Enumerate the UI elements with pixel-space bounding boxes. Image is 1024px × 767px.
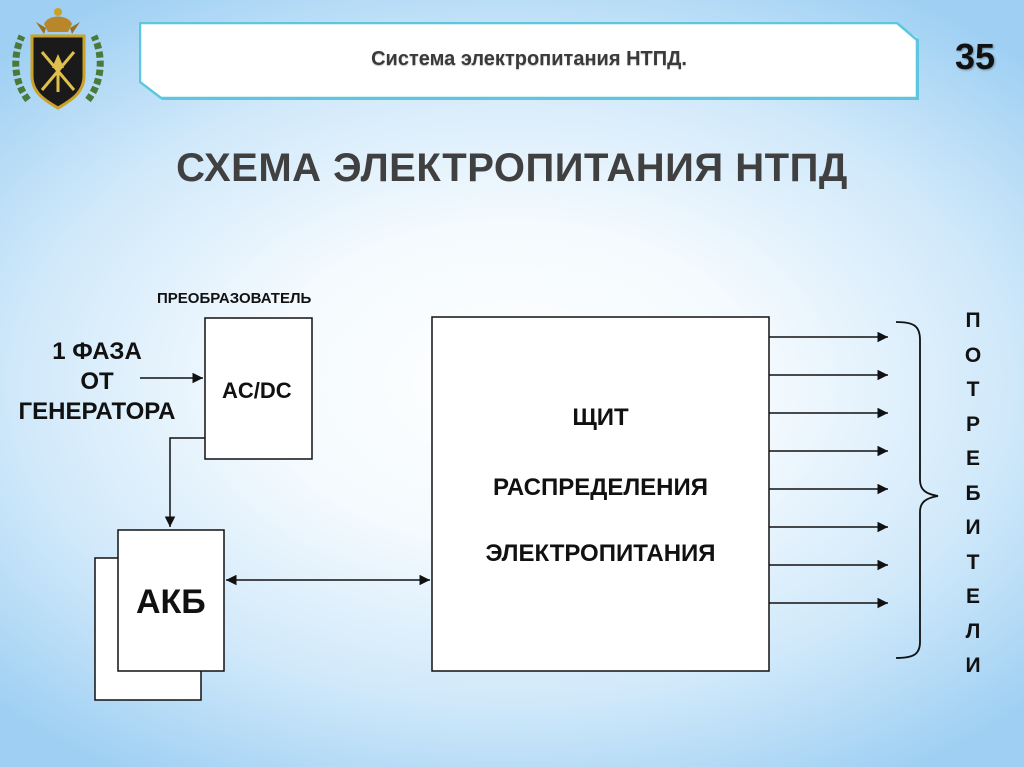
consumers-letter: Л: [965, 619, 981, 643]
input-label-line2: ОТ: [80, 368, 114, 395]
consumers-letter: О: [964, 343, 982, 367]
slide-number: 35: [955, 36, 996, 77]
consumers-letter: Т: [966, 550, 980, 574]
consumers-letter: Б: [965, 481, 981, 505]
consumers-letter: Е: [965, 447, 980, 470]
eagle-icon: [36, 8, 80, 34]
input-label-line1: 1 ФАЗА: [52, 338, 142, 365]
consumers-letter: И: [965, 516, 981, 539]
converter-box: [204, 317, 313, 460]
converter-to-battery-line: [164, 437, 205, 527]
consumers-brace: [895, 321, 939, 659]
consumers-letter: Р: [965, 412, 980, 436]
output-arrows: [769, 331, 888, 609]
battery-box: [117, 529, 225, 672]
panel-label-line1: ЩИТ: [572, 404, 629, 431]
converter-label: AC/DC: [222, 378, 292, 403]
panel-label-line2: РАСПРЕДЕЛЕНИЯ: [492, 474, 708, 501]
crossed-arrows-icon: [40, 51, 76, 92]
panel-label-line3: ЭЛЕКТРОПИТАНИЯ: [485, 540, 716, 567]
distribution-panel-box: [431, 316, 770, 672]
converter-caption: ПРЕОБРАЗОВАТЕЛЬ: [157, 290, 312, 307]
input-label-line3: ГЕНЕРАТОРА: [18, 398, 176, 425]
diagram-heading: СХЕМА ЭЛЕКТРОПИТАНИЯ НТПД: [176, 146, 848, 190]
slide-title: Система электропитания НТПД.: [371, 47, 687, 70]
input-label: 1 ФАЗА ОТ ГЕНЕРАТОРА: [8, 337, 186, 427]
consumers-letter: Т: [966, 378, 980, 401]
emblem-logo: [12, 8, 104, 110]
battery-label: АКБ: [136, 583, 206, 621]
consumers-letter: Е: [965, 585, 980, 608]
consumers-letter: П: [965, 309, 981, 332]
consumers-letter: И: [965, 654, 981, 677]
